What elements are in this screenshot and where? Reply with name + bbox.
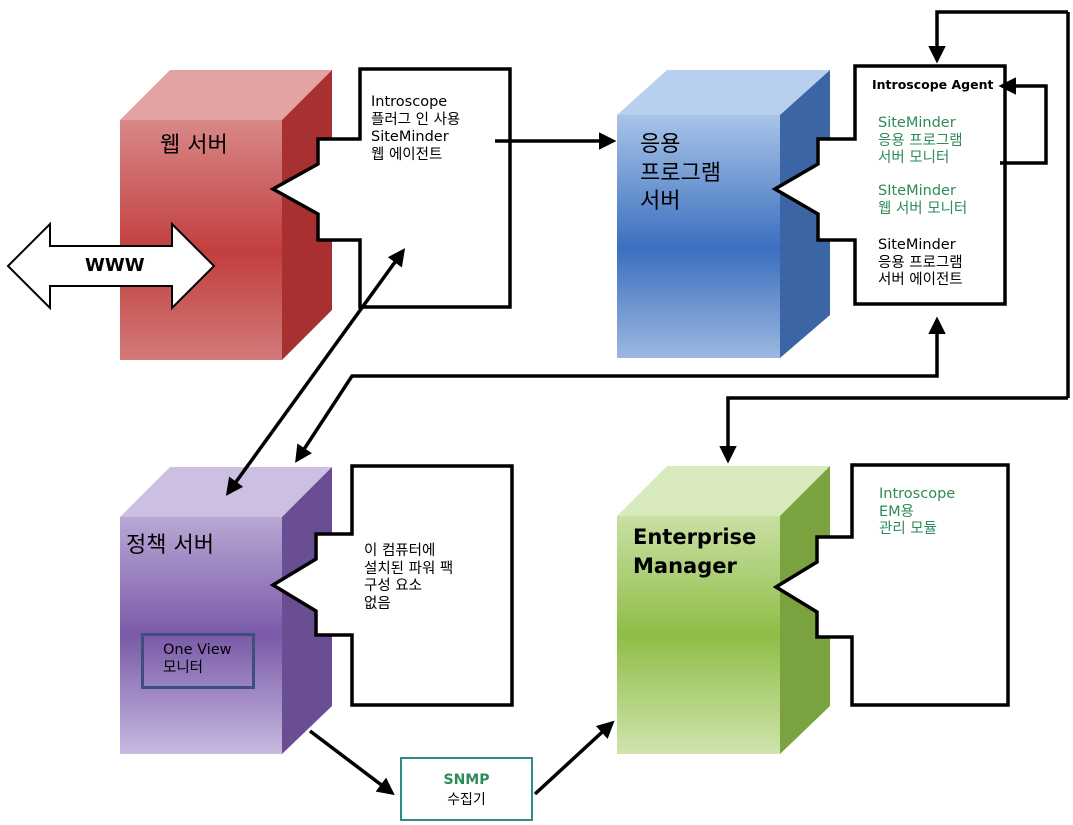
policy-panel	[269, 464, 514, 707]
snmp-line: 수집기	[447, 792, 486, 809]
one-view-line: One View	[163, 642, 232, 658]
web-plugin-line: 플러그 인 사용	[371, 111, 461, 128]
em-module-line: Introscope	[879, 486, 956, 502]
app-server-title-line: 프로그램	[640, 160, 721, 186]
app-server-title-line: 응용	[640, 132, 681, 157]
policy-server-title: 정책 서버	[126, 533, 214, 558]
web-plugin-text: Introscope 플러그 인 사용 SiteMinder 웹 에이전트	[371, 94, 460, 165]
one-view-monitor-text: One View 모니터	[163, 642, 232, 677]
app-agent-line: 응용 프로그램	[878, 254, 963, 271]
policy-server-cube	[120, 467, 332, 754]
app-server-title-line: 서버	[640, 189, 681, 215]
enterprise-manager-cube	[617, 466, 830, 754]
app-monitor-line: 서버 모니터	[878, 150, 950, 167]
top-feedback-connector	[928, 10, 1068, 64]
em-panel	[772, 463, 1010, 707]
no-pack-line: 없음	[364, 596, 391, 613]
em-title-line: Enterprise	[633, 525, 757, 549]
no-pack-line: 구성 요소	[364, 578, 422, 595]
em-module-line: EM용	[879, 503, 915, 520]
one-view-monitor-box	[141, 633, 255, 689]
em-link-connector	[719, 396, 1068, 464]
app-agent-line: SiteMinder	[878, 237, 956, 253]
www-double-arrow	[6, 221, 216, 311]
www-label: WWW	[85, 255, 145, 276]
app-server-title: 응용 프로그램 서버	[640, 131, 721, 217]
em-module-text: Introscope EM용 관리 모듈	[879, 486, 955, 539]
web-plugin-panel	[269, 67, 512, 309]
no-pack-line: 이 컴퓨터에	[364, 543, 436, 559]
no-pack-line: 설치된 파워 팩	[364, 560, 454, 577]
web-server-monitor-text: SIteMinder 웹 서버 모니터	[878, 183, 967, 218]
app-server-agent-text: SiteMinder 응용 프로그램 서버 에이전트	[878, 237, 963, 290]
app-server-monitor-text: SiteMinder 응용 프로그램 서버 모니터	[878, 115, 963, 168]
em-title-line: Manager	[633, 554, 737, 579]
agent-self-loop	[998, 77, 1048, 165]
app-monitor-line: 응용 프로그램	[878, 132, 963, 149]
web-server-cube	[120, 70, 332, 360]
snmp-line: SNMP	[443, 772, 490, 788]
snmp-collector-box	[400, 757, 533, 821]
em-module-line: 관리 모듈	[879, 521, 937, 538]
web-monitor-line: SIteMinder	[878, 183, 956, 199]
enterprise-manager-title: Enterprise Manager	[633, 523, 756, 582]
no-powerpack-text: 이 컴퓨터에 설치된 파워 팩 구성 요소 없음	[364, 543, 453, 614]
policy-to-snmp-arrow	[308, 729, 395, 796]
one-view-line: 모니터	[163, 659, 204, 676]
agent-panel	[771, 64, 1007, 306]
web-server-title: 웹 서버	[160, 133, 228, 158]
app-monitor-line: SiteMinder	[878, 115, 956, 131]
app-agent-line: 서버 에이전트	[878, 272, 963, 289]
policy-agent-connector	[295, 316, 946, 463]
web-monitor-line: 웹 서버 모니터	[878, 200, 968, 217]
web-plugin-line: 웹 에이전트	[371, 147, 443, 164]
web-plugin-line: Introscope	[371, 94, 448, 110]
snmp-to-em-arrow	[533, 720, 615, 796]
web-plugin-line: SiteMinder	[371, 129, 449, 146]
agent-panel-title: Introscope Agent	[872, 77, 994, 92]
snmp-collector-text: SNMP 수집기	[400, 770, 533, 811]
